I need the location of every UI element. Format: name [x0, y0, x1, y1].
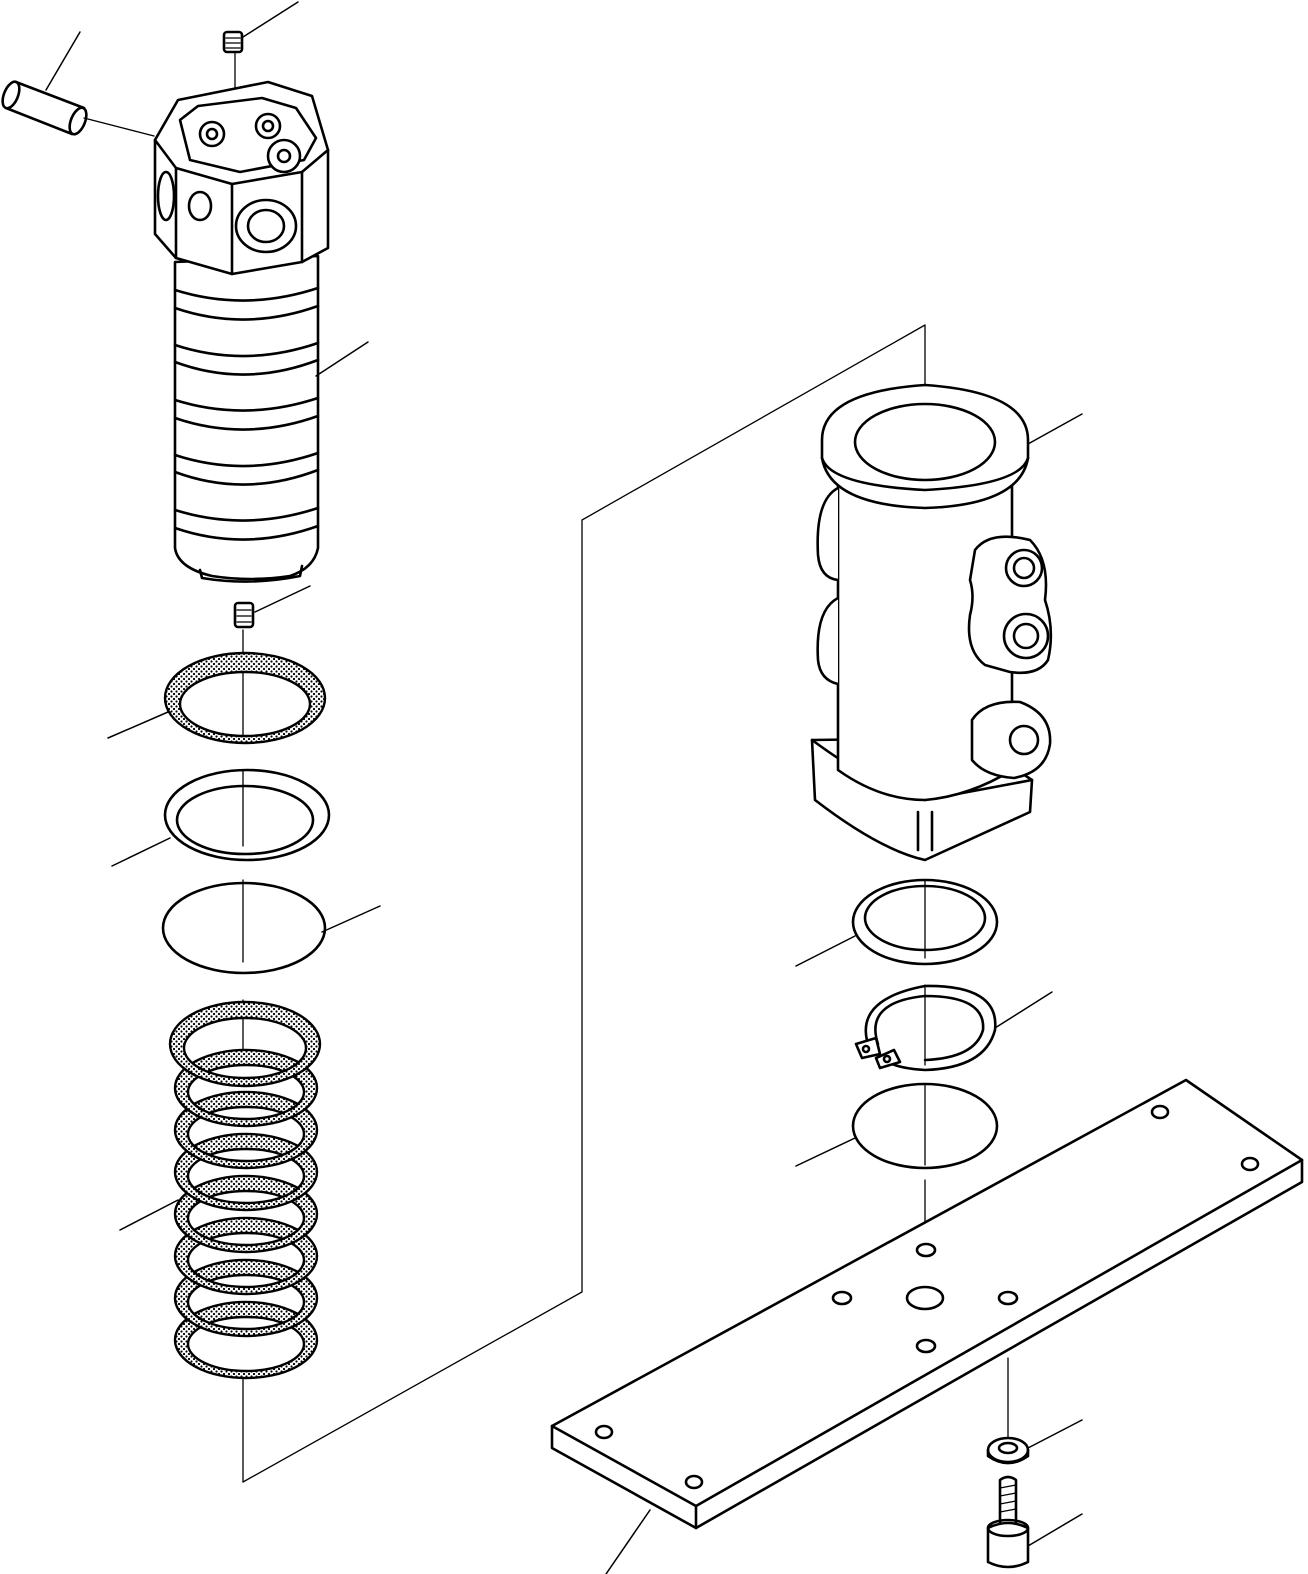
- leader-o-ring-left: [321, 905, 381, 933]
- ring-icon: [851, 878, 999, 966]
- swivel-housing-icon: [810, 383, 1053, 862]
- washer-icon: [986, 1436, 1030, 1465]
- flat-ring-icon: [163, 768, 331, 862]
- leader-seal-right: [795, 935, 856, 967]
- leader-snap-ring: [994, 991, 1053, 1029]
- leader-washer: [1027, 1419, 1083, 1449]
- swivel-rotor-icon: [153, 80, 330, 583]
- leader-housing: [1027, 413, 1083, 445]
- leader-backup-ring: [111, 837, 171, 867]
- leader-plate: [605, 1509, 651, 1574]
- set-screw-icon: [233, 601, 255, 629]
- circlip-icon: [854, 984, 997, 1072]
- leader-plug-top: [242, 1, 299, 38]
- o-ring-icon: [161, 881, 327, 975]
- leader-seal-stack: [119, 1199, 179, 1231]
- leader-bolt: [1027, 1513, 1083, 1547]
- dowel-pin-icon: [1, 80, 155, 137]
- assembly-reference-line: [242, 324, 926, 1483]
- seal-stack-icon: [168, 1000, 322, 1380]
- leader-seal-ring: [107, 711, 169, 739]
- leader-rotor: [315, 341, 369, 377]
- set-screw-icon: [222, 30, 244, 54]
- o-ring-icon: [851, 1082, 999, 1170]
- mounting-plate-icon: [550, 1078, 1304, 1530]
- cap-screw-icon: [986, 1475, 1030, 1569]
- leader-plug-bottom: [254, 585, 311, 613]
- leader-o-ring-right: [795, 1137, 856, 1167]
- leader-pin: [45, 31, 81, 91]
- seal-ring-icon: [163, 651, 327, 745]
